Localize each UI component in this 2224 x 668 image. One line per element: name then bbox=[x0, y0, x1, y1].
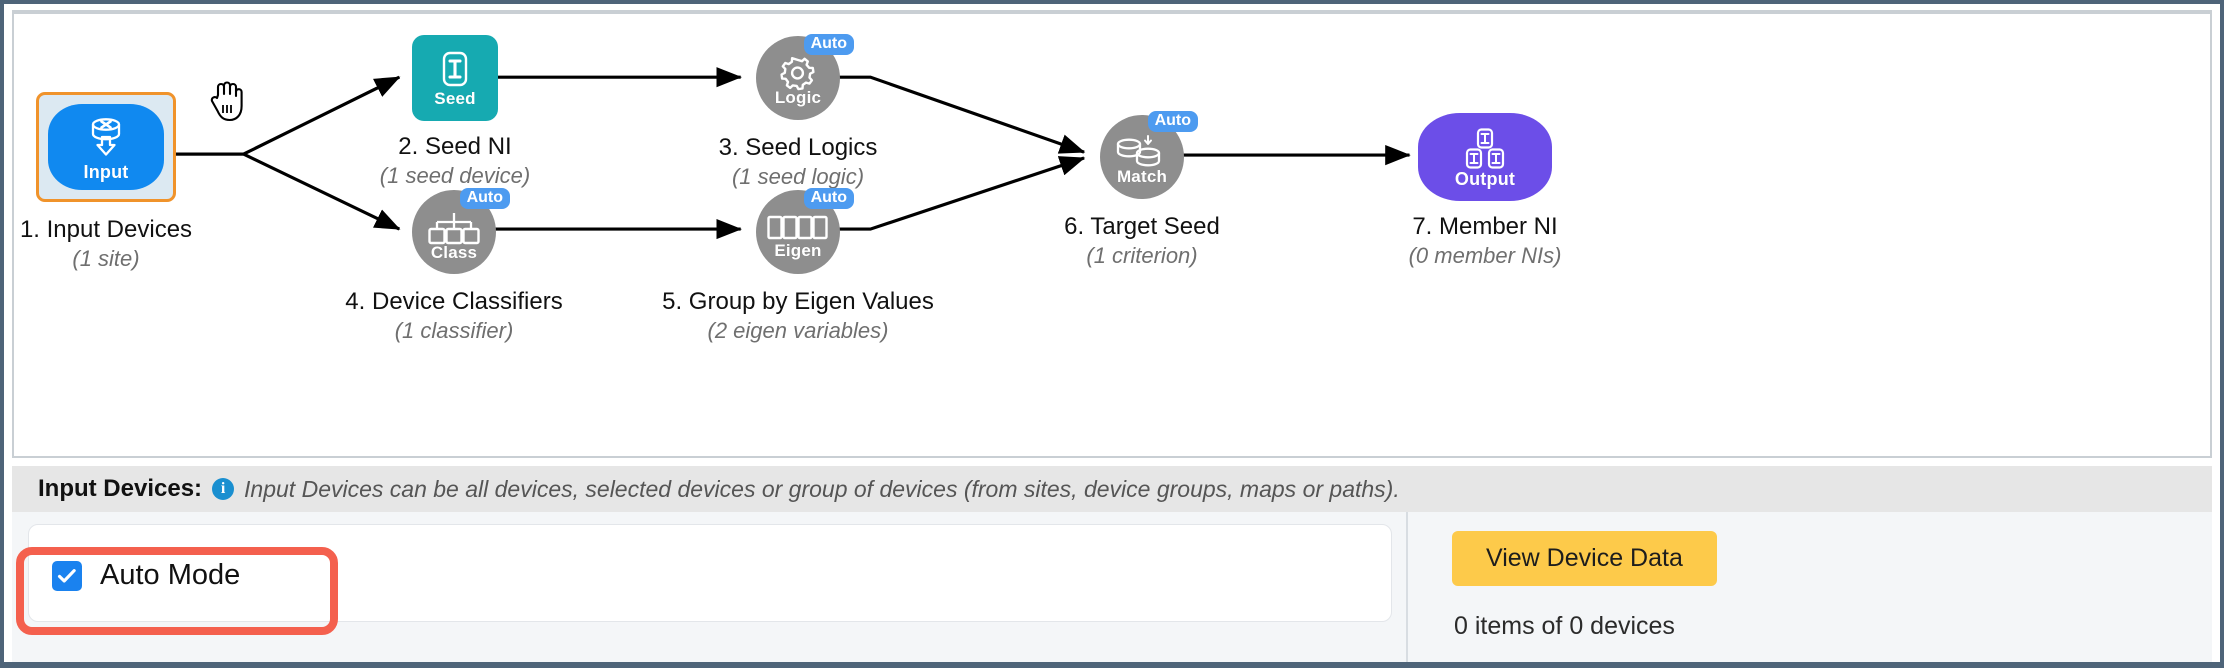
items-count-label: 0 items of 0 devices bbox=[1454, 612, 1675, 640]
class-node-label: Class bbox=[430, 243, 478, 262]
auto-mode-checkbox[interactable] bbox=[52, 560, 82, 591]
auto-badge: Auto bbox=[1147, 111, 1198, 133]
hand-cursor-icon bbox=[207, 80, 245, 129]
node-group-by-eigen-values[interactable]: Auto Eigen 5. Group by Ei bbox=[662, 188, 934, 343]
auto-badge: Auto bbox=[459, 188, 510, 210]
auto-badge: Auto bbox=[803, 34, 854, 56]
edge-logic-match bbox=[832, 75, 1086, 154]
match-node-shape[interactable]: Auto Match bbox=[1100, 111, 1198, 199]
three-interfaces-icon bbox=[1459, 128, 1511, 172]
node-target-seed[interactable]: Auto Match bbox=[1064, 111, 1220, 268]
edge-input-class bbox=[173, 152, 401, 231]
input-node-label: Input bbox=[83, 161, 129, 182]
node-device-classifiers[interactable]: Auto Class 4. Device Clas bbox=[345, 188, 563, 343]
device-data-pane: View Device Data 0 items of 0 devices bbox=[1408, 512, 2212, 662]
hierarchy-icon bbox=[428, 209, 480, 247]
output-node-shape[interactable]: Output bbox=[1418, 113, 1552, 201]
output-node-label: Output bbox=[1454, 169, 1516, 189]
seed-node-shape[interactable]: Seed bbox=[412, 35, 498, 121]
seed-node-label: Seed bbox=[434, 88, 476, 108]
view-device-data-button[interactable]: View Device Data bbox=[1452, 531, 1717, 586]
logic-node-label: Logic bbox=[774, 87, 822, 107]
auto-mode-row[interactable]: Auto Mode bbox=[52, 559, 240, 592]
info-bar-description: Input Devices can be all devices, select… bbox=[244, 475, 1400, 502]
database-down-arrow-icon bbox=[83, 114, 129, 160]
eigen-node-label: Eigen bbox=[774, 241, 822, 260]
class-node-shape[interactable]: Auto Class bbox=[412, 188, 510, 274]
bottom-panel: Auto Mode View Device Data 0 items of 0 … bbox=[12, 512, 2212, 662]
node-seed-logics[interactable]: Auto Logic 3. Seed Logics (1 seed logic) bbox=[719, 34, 877, 189]
checkmark-icon bbox=[57, 568, 76, 583]
single-interface-icon bbox=[435, 50, 475, 94]
gear-icon bbox=[776, 53, 820, 95]
settings-pane: Auto Mode bbox=[12, 512, 1408, 662]
auto-badge: Auto bbox=[803, 188, 854, 210]
workflow-diagram-canvas[interactable]: Input 1. Input Devices (1 site) bbox=[12, 10, 2212, 458]
node-member-ni[interactable]: Output 7. Member NI (0 member NIs) bbox=[1409, 113, 1561, 268]
two-databases-match-icon bbox=[1115, 134, 1169, 172]
workflow-edges bbox=[173, 67, 1411, 240]
logic-node-shape[interactable]: Auto Logic bbox=[756, 34, 854, 120]
edge-eigen-match bbox=[832, 156, 1086, 231]
auto-mode-label: Auto Mode bbox=[100, 559, 241, 591]
info-bar-label: Input Devices: bbox=[38, 475, 203, 502]
four-boxes-icon bbox=[767, 215, 829, 241]
input-node-shape[interactable]: Input bbox=[48, 104, 164, 190]
eigen-node-shape[interactable]: Auto Eigen bbox=[756, 188, 854, 274]
input-devices-info-bar: Input Devices: i Input Devices can be al… bbox=[12, 466, 2212, 512]
auto-mode-panel bbox=[28, 524, 1392, 622]
node-input-devices[interactable]: Input 1. Input Devices (1 site) bbox=[20, 92, 192, 271]
match-node-label: Match bbox=[1116, 166, 1168, 186]
node-seed-ni[interactable]: Seed 2. Seed NI (1 seed device) bbox=[380, 35, 530, 188]
info-icon[interactable]: i bbox=[212, 478, 235, 500]
